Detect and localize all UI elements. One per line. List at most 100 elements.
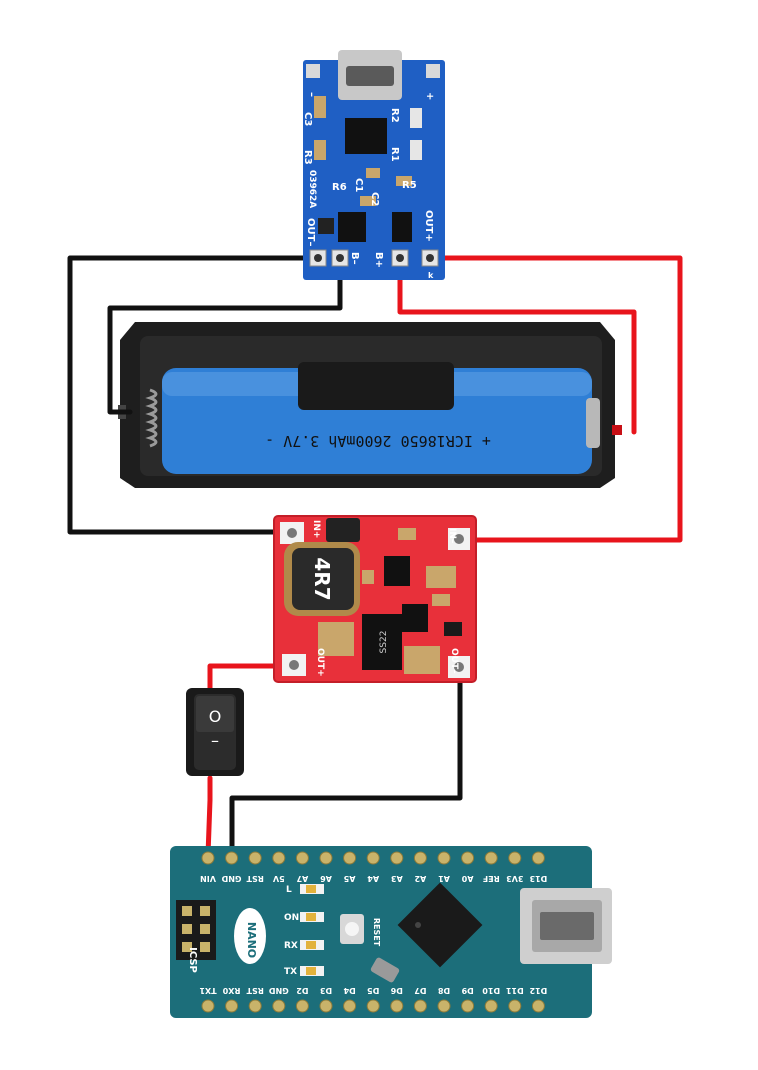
- top-pin-a4: [366, 851, 380, 865]
- bottom-pin-label: D5: [367, 986, 380, 995]
- nano-logo: NANO: [245, 922, 258, 958]
- wire-out-plus-to-in-plus: [427, 255, 683, 543]
- bottom-pin-rx0: [225, 999, 239, 1013]
- charger-label-out-minus: OUT–: [305, 218, 316, 246]
- charger-label-c3: C3: [302, 112, 313, 126]
- top-pin-3v3: [508, 851, 522, 865]
- charger-label-out-plus: OUT+: [423, 210, 434, 242]
- top-pin-label: A6: [320, 874, 332, 883]
- charger-label-r2: R2: [389, 108, 400, 123]
- bottom-pin-label: D9: [461, 986, 474, 995]
- charger-ic: [345, 118, 387, 154]
- battery-spring: [145, 388, 158, 448]
- top-pin-a0: [461, 851, 475, 865]
- bottom-pin-label: GND: [268, 986, 288, 995]
- top-pin-a6: [319, 851, 333, 865]
- bottom-pin-label: D2: [296, 986, 308, 995]
- charger-label-c1: C1: [353, 178, 364, 192]
- boost-label-out-minus: OUT–: [449, 648, 459, 674]
- boost-label-in-plus: IN+: [311, 520, 321, 538]
- top-pin-vin: [201, 851, 215, 865]
- boost-label-in-minus: IN–: [447, 528, 457, 544]
- charger-label-r5: R5: [402, 180, 417, 191]
- rocker-switch: O –: [186, 688, 244, 776]
- boost-module: 4R7 SS22 IN+ IN– OUT+ OUT–: [273, 515, 477, 683]
- top-pin-label: 3V3: [506, 874, 523, 883]
- battery-holder: + ICR18650 2600mAh 3.7V -: [118, 322, 622, 488]
- top-pin-label: A1: [438, 874, 450, 883]
- bottom-pin-d3: [319, 999, 333, 1013]
- bottom-pin-label: D12: [530, 986, 548, 995]
- bottom-pin-tx1: [201, 999, 215, 1013]
- reset-label: RESET: [372, 918, 381, 947]
- bottom-pin-d6: [390, 999, 404, 1013]
- charger-label-minus: –: [306, 92, 317, 97]
- bottom-pin-label: D10: [482, 986, 500, 995]
- charger-module: – + R2 R1 C3 R3 R6 C1 C2 R5 03962A OUT– …: [302, 50, 445, 280]
- bottom-pin-label: D4: [343, 986, 356, 995]
- charger-label-b-plus: B+: [373, 252, 384, 268]
- bottom-pin-label: RX0: [222, 986, 240, 995]
- boost-label-out-plus: OUT+: [315, 648, 325, 677]
- top-pin-ref: [484, 851, 498, 865]
- battery-label: + ICR18650 2600mAh 3.7V -: [265, 432, 491, 450]
- bottom-pin-d5: [366, 999, 380, 1013]
- top-pin-a7: [295, 851, 309, 865]
- top-pin-5v: [272, 851, 286, 865]
- wire-b-plus-to-battery: [397, 255, 637, 435]
- top-pin-label: A4: [367, 874, 379, 883]
- led-label-tx: TX: [284, 967, 297, 977]
- charger-label-r1: R1: [389, 147, 400, 162]
- bottom-pin-d4: [343, 999, 357, 1013]
- top-pin-a2: [413, 851, 427, 865]
- led-label-on: ON: [284, 913, 299, 923]
- charger-label-r6: R6: [332, 182, 347, 193]
- top-pin-label: A0: [461, 874, 473, 883]
- bottom-pin-label: D11: [505, 986, 523, 995]
- top-pin-label: RST: [246, 874, 264, 883]
- boost-diode-label: SS22: [379, 631, 389, 654]
- charger-label-r3: R3: [302, 150, 313, 165]
- bottom-pin-gnd: [272, 999, 286, 1013]
- wire-out-minus-to-in-minus: [67, 255, 321, 535]
- bottom-pin-label: D8: [437, 986, 450, 995]
- top-pin-label: A5: [343, 874, 355, 883]
- top-pin-label: D13: [530, 874, 548, 883]
- top-pin-a5: [343, 851, 357, 865]
- top-pin-a1: [437, 851, 451, 865]
- top-pin-d13: [531, 851, 545, 865]
- charger-label-code: 03962A: [307, 170, 317, 208]
- charger-label-c2: C2: [369, 192, 380, 206]
- bottom-pin-d2: [295, 999, 309, 1013]
- top-pin-label: VIN: [200, 874, 216, 883]
- icsp-label: ICSP: [187, 947, 198, 973]
- top-pin-label: A2: [415, 874, 427, 883]
- top-pin-label: GND: [221, 874, 241, 883]
- boost-inductor-label: 4R7: [310, 557, 334, 600]
- charger-label-b-minus: B–: [349, 252, 360, 265]
- bottom-pin-d10: [484, 999, 498, 1013]
- mcu-chip: [397, 882, 483, 968]
- top-pin-label: 5V: [272, 874, 285, 883]
- bottom-pin-d8: [437, 999, 451, 1013]
- top-pin-rst: [248, 851, 262, 865]
- top-pin-label: REF: [483, 874, 500, 883]
- bottom-pin-label: D6: [390, 986, 403, 995]
- top-pin-a3: [390, 851, 404, 865]
- led-label-rx: RX: [284, 941, 298, 951]
- bottom-pin-d12: [531, 999, 545, 1013]
- bottom-pin-rst: [248, 999, 262, 1013]
- bottom-pin-label: TX1: [199, 986, 217, 995]
- wire-switch-to-vin: [205, 775, 213, 858]
- wire-b-minus-to-battery: [107, 255, 343, 415]
- top-pin-gnd: [225, 851, 239, 865]
- charger-label-plus: +: [424, 92, 435, 100]
- bottom-pin-d11: [508, 999, 522, 1013]
- bottom-pin-d7: [413, 999, 427, 1013]
- bottom-pin-d9: [461, 999, 475, 1013]
- wire-boost-out-minus-to-gnd: [229, 665, 463, 858]
- bottom-pin-label: RST: [246, 986, 264, 995]
- charger-label-k: k: [428, 271, 434, 280]
